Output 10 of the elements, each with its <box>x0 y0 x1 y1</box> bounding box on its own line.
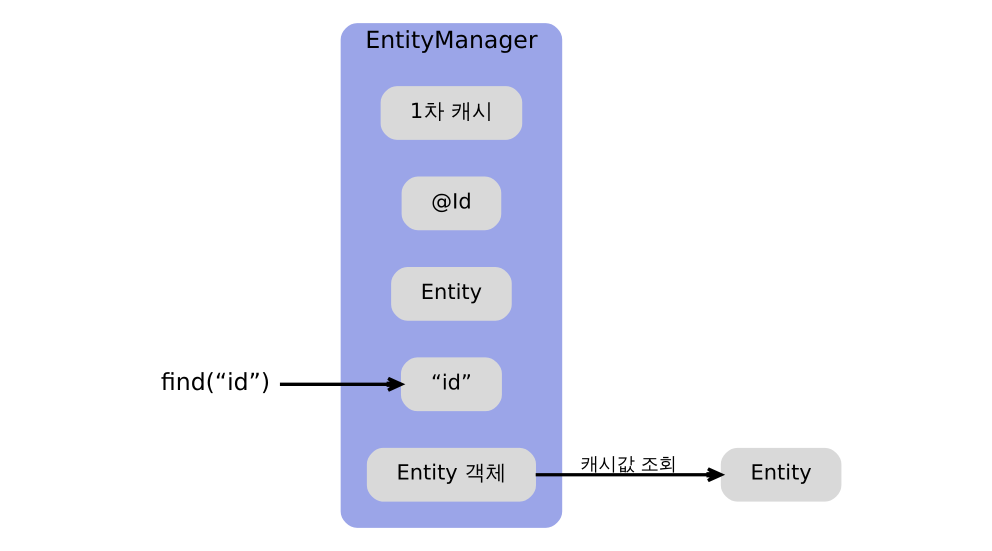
edge-label: 캐시값 조회 <box>580 454 676 475</box>
node-text: find(“id”) <box>160 368 270 396</box>
arrow <box>536 467 723 482</box>
node-box: “id” <box>400 357 502 412</box>
node-box: Entity <box>391 266 512 321</box>
arrow <box>280 376 403 392</box>
node-box: Entity <box>720 448 842 502</box>
node-box: @Id <box>402 176 502 230</box>
node-box: Entity 객체 <box>366 448 536 502</box>
node-box: 1차 캐시 <box>380 86 522 140</box>
